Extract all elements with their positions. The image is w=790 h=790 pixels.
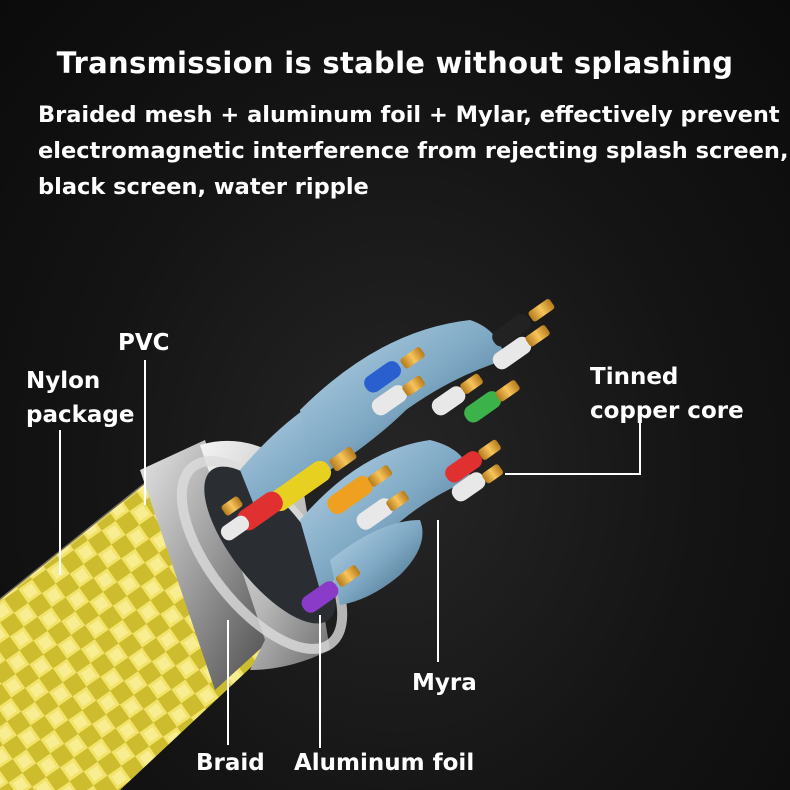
description-line-1: Braided mesh + aluminum foil + Mylar, ef…	[38, 102, 780, 128]
conductor-blue	[364, 347, 425, 393]
conductor-white-6	[220, 496, 250, 541]
description-line-3: black screen, water ripple	[38, 174, 369, 200]
myra-label: Myra	[412, 670, 477, 696]
braid-label: Braid	[196, 750, 265, 776]
callout-lines	[59, 360, 641, 748]
conductor-red	[445, 439, 501, 483]
nylon-package-label: Nylon package	[26, 368, 135, 428]
conductor-white-2	[371, 375, 425, 416]
description: Braided mesh + aluminum foil + Mylar, ef…	[38, 97, 790, 205]
conductor-red-2	[237, 491, 283, 531]
conductor-white-1	[492, 325, 550, 370]
conductor-green	[464, 380, 520, 423]
conductor-purple	[301, 565, 361, 613]
conductor-white-4	[451, 464, 504, 502]
tinned-copper-core-label: Tinned copper core	[590, 364, 744, 424]
conductor-white-5	[356, 490, 409, 530]
conductor-orange	[327, 465, 393, 514]
description-line-2: electromagnetic interference from reject…	[38, 138, 789, 164]
pvc-label: PVC	[118, 330, 170, 356]
conductor-yellow	[268, 446, 357, 512]
tinned-copper-leader-line	[505, 415, 641, 475]
aluminum-foil-label: Aluminum foil	[294, 750, 475, 776]
headline: Transmission is stable without splashing	[56, 46, 734, 80]
conductor-black	[492, 299, 555, 347]
mylar-shield-pair-4	[330, 520, 423, 605]
conductor-white-3	[431, 373, 483, 416]
